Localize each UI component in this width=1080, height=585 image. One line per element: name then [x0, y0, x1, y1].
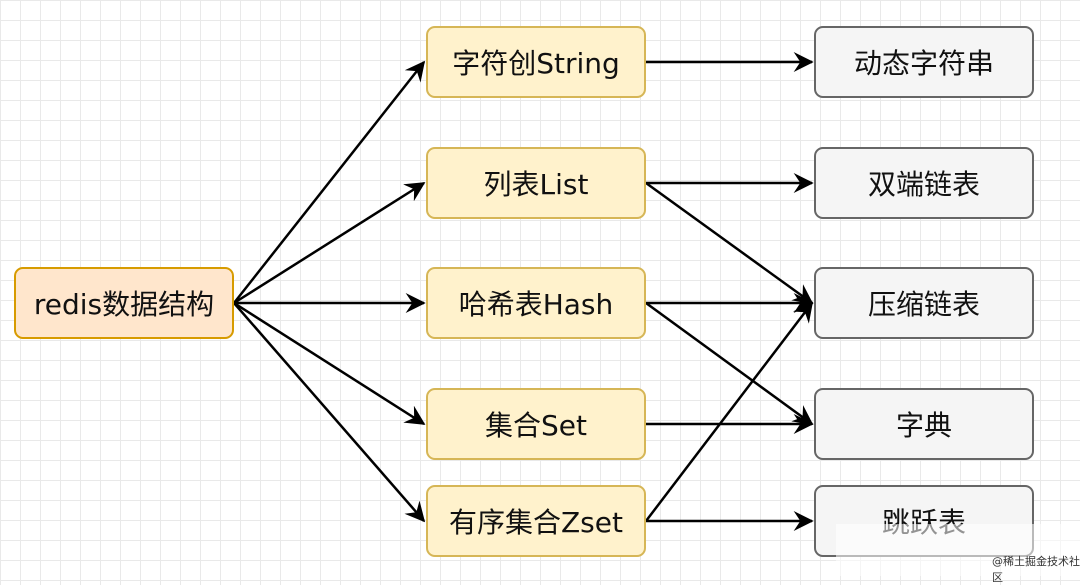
impl-label: 压缩链表: [867, 288, 980, 321]
watermark-text: @稀土掘金技术社区: [992, 555, 1080, 584]
type-node-hash[interactable]: 哈希表Hash: [426, 267, 646, 339]
edge-type-2-to-impl-3: [645, 301, 814, 426]
impl-label: 字典: [895, 409, 952, 442]
type-label: 哈希表Hash: [458, 288, 614, 321]
edge-root-to-type-1: [233, 181, 426, 305]
type-node-zset[interactable]: 有序集合Zset: [426, 485, 646, 557]
edge-type-1-to-impl-2: [645, 181, 814, 305]
type-label: 列表List: [483, 168, 589, 201]
root-node[interactable]: redis数据结构: [14, 267, 234, 339]
watermark-overlay: [836, 524, 1080, 576]
impl-label: 双端链表: [867, 168, 980, 201]
root-label: redis数据结构: [33, 288, 215, 321]
edge-root-to-type-4: [233, 302, 426, 523]
impl-label: 动态字符串: [853, 47, 994, 80]
edge-root-to-type-0: [233, 60, 426, 304]
edge-root-to-type-3: [233, 301, 426, 426]
impl-node-linkedlist[interactable]: 双端链表: [814, 147, 1034, 219]
type-node-list[interactable]: 列表List: [426, 147, 646, 219]
type-node-set[interactable]: 集合Set: [426, 388, 646, 460]
type-node-string[interactable]: 字符创String: [426, 26, 646, 98]
impl-node-ziplist[interactable]: 压缩链表: [814, 267, 1034, 339]
edge-type-4-to-impl-2: [645, 301, 814, 522]
impl-node-sds[interactable]: 动态字符串: [814, 26, 1034, 98]
type-label: 集合Set: [485, 409, 587, 442]
impl-node-dict[interactable]: 字典: [814, 388, 1034, 460]
type-label: 有序集合Zset: [449, 506, 623, 539]
type-label: 字符创String: [452, 47, 620, 80]
